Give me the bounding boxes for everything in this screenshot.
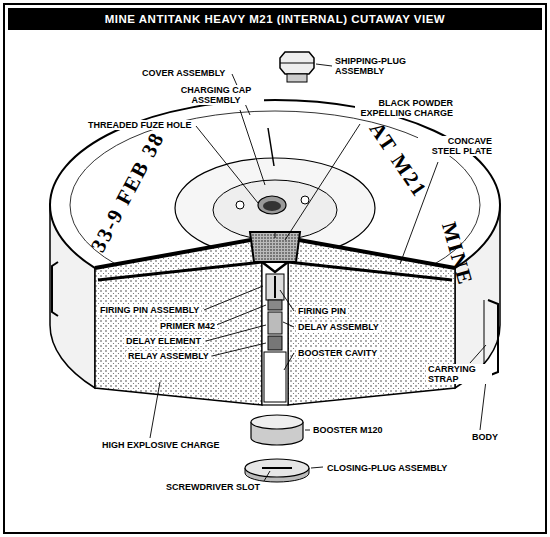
part-label: CONCAVE STEEL PLATE: [418, 136, 494, 156]
part-label: DELAY ELEMENT: [124, 336, 203, 346]
part-label: PRIMER M42: [158, 321, 217, 331]
part-label: FIRING PIN ASSEMBLY: [98, 305, 201, 315]
part-label: RELAY ASSEMBLY: [126, 351, 211, 361]
part-label: CHARGING CAP ASSEMBLY: [168, 85, 264, 105]
part-label: THREADED FUZE HOLE: [86, 120, 194, 130]
part-label: BLACK POWDER EXPELLING CHARGE: [355, 98, 455, 118]
part-label: DELAY ASSEMBLY: [296, 322, 381, 332]
part-label: SCREWDRIVER SLOT: [164, 482, 262, 492]
part-label: HIGH EXPLOSIVE CHARGE: [100, 440, 222, 450]
part-label: BOOSTER CAVITY: [296, 348, 379, 358]
part-label: CLOSING-PLUG ASSEMBLY: [325, 463, 449, 473]
part-label: COVER ASSEMBLY: [140, 68, 227, 78]
title-band-text: MINE ANTITANK HEAVY M21 (INTERNAL) CUTAW…: [8, 8, 542, 30]
part-label: BODY: [470, 432, 500, 442]
part-label: CARRYING STRAP: [426, 364, 492, 384]
part-label: SHIPPING-PLUG ASSEMBLY: [333, 56, 429, 76]
part-label: BOOSTER M120: [311, 425, 385, 435]
part-label: FIRING PIN: [296, 306, 348, 316]
